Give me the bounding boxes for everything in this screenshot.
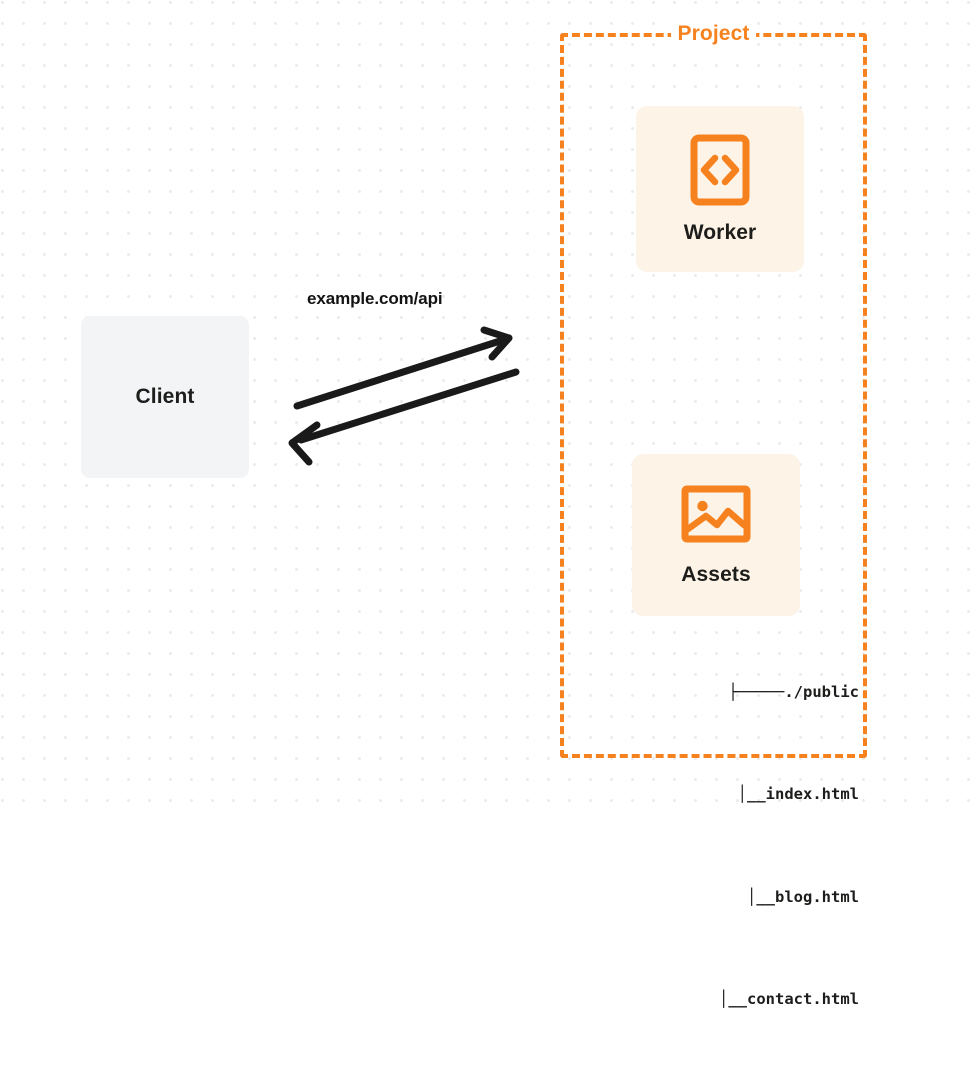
file-tree-prefix: ├───── bbox=[728, 682, 785, 701]
request-arrow bbox=[293, 326, 513, 410]
project-container: Project Worker Assets bbox=[560, 22, 867, 1008]
file-tree-name: blog.html bbox=[775, 887, 859, 906]
file-tree-prefix: │__ bbox=[747, 887, 775, 906]
diagram-canvas: Client example.com/api Project W bbox=[0, 0, 980, 1008]
project-title: Project bbox=[670, 22, 757, 46]
file-tree-prefix: │__ bbox=[719, 990, 748, 1008]
file-tree-row: │__index.html bbox=[609, 764, 859, 826]
file-tree-row: │__contact.html bbox=[609, 969, 859, 1031]
file-tree-name: ./public bbox=[784, 682, 859, 701]
client-label: Client bbox=[135, 385, 195, 408]
worker-card[interactable]: Worker bbox=[636, 106, 804, 272]
connection-label: example.com/api bbox=[307, 289, 443, 308]
assets-card-label: Assets bbox=[681, 562, 751, 586]
response-arrow bbox=[288, 368, 520, 466]
assets-file-tree: ├─────./public │__index.html │__blog.htm… bbox=[609, 620, 859, 1071]
file-tree-row: ├─────./public bbox=[609, 661, 859, 723]
file-tree-prefix: │__ bbox=[737, 785, 766, 803]
worker-card-label: Worker bbox=[683, 220, 757, 244]
file-tree-row: │__blog.html bbox=[609, 866, 859, 928]
client-node[interactable]: Client bbox=[81, 316, 249, 478]
code-brackets-icon bbox=[690, 134, 750, 211]
assets-card[interactable]: Assets bbox=[632, 454, 800, 616]
image-icon bbox=[681, 484, 751, 549]
file-tree-name: contact.html bbox=[747, 990, 859, 1008]
file-tree-name: index.html bbox=[765, 785, 859, 803]
